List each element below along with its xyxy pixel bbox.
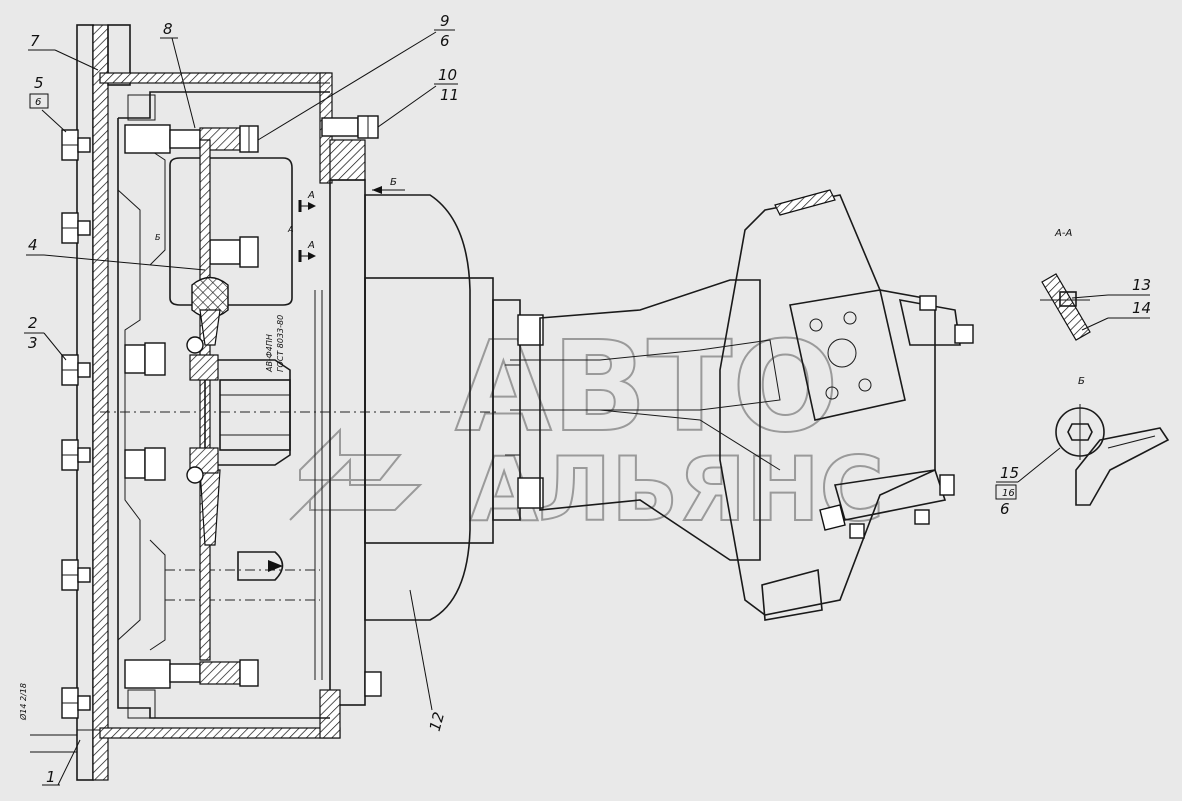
bolt-hex-icon <box>124 659 259 689</box>
vertical-note-1: АВ-Ф4ПН <box>265 334 274 373</box>
callout-5: 5 <box>34 74 44 92</box>
callout-2: 2 <box>28 314 38 332</box>
hex-socket-icon <box>1067 423 1093 441</box>
bolt-hex-icon <box>124 124 259 154</box>
view-b-title: Б <box>1078 376 1085 387</box>
callout-12: 12 <box>426 710 448 733</box>
section-a-a-title: А-А <box>1054 228 1072 239</box>
bolt-hex-icon <box>61 354 91 386</box>
view-b: Б <box>1055 376 1170 506</box>
plate-bolts <box>61 129 91 719</box>
vertical-notes: АВ-Ф4ПН ГОСТ 8033-80 Ø14 2/18 <box>18 315 285 753</box>
housing <box>99 72 500 739</box>
vertical-note-2: ГОСТ 8033-80 <box>276 315 285 372</box>
callout-16: 16 <box>1002 488 1015 499</box>
dimension-label: Ø14 2/18 <box>18 683 28 721</box>
watermark-logo-icon <box>289 427 423 521</box>
small-mark-a: А <box>287 225 293 234</box>
callout-13: 13 <box>1132 276 1151 294</box>
bolt-hex-icon <box>364 671 382 697</box>
callout-1: 1 <box>46 768 56 786</box>
callout-10: 10 <box>438 66 457 84</box>
section-markers: А А Б Б А <box>155 177 405 262</box>
bolt-hex-icon <box>321 115 379 139</box>
bolt-hex-icon <box>61 687 91 719</box>
callout-14: 14 <box>1132 299 1151 317</box>
callout-6: 6 <box>35 97 41 108</box>
callout-9: 9 <box>440 12 450 30</box>
callout-8: 8 <box>163 20 173 38</box>
callout-9-sub: 6 <box>440 32 450 50</box>
callout-3: 3 <box>28 334 38 352</box>
callout-15: 15 <box>1000 464 1019 482</box>
center-plate <box>191 139 229 661</box>
callouts: 7 5 6 2 3 4 8 9 6 10 11 1 12 <box>24 12 1151 786</box>
section-mark-a-top: А <box>307 190 315 201</box>
motor-flange <box>364 194 544 621</box>
view-arrow-b: Б <box>390 177 397 188</box>
bolt-hex-icon <box>61 439 91 471</box>
callout-11: 11 <box>440 86 459 104</box>
small-mark-b: Б <box>155 233 161 242</box>
watermark: АВТО АЛЬЯНС <box>289 314 885 542</box>
section-mark-a-bottom: А <box>307 240 315 251</box>
bolt-hex-icon <box>124 447 166 481</box>
bolt-hex-icon <box>209 236 259 268</box>
bolt-hex-icon <box>61 559 91 591</box>
gear-motor <box>510 189 974 621</box>
bolt-hex-icon <box>61 129 91 161</box>
hub <box>186 336 291 484</box>
bolt-hex-icon <box>124 342 166 376</box>
pin <box>237 551 284 581</box>
housing-bolts <box>124 115 382 697</box>
callout-4: 4 <box>28 236 38 254</box>
callout-7: 7 <box>30 32 40 50</box>
bolt-hex-icon <box>61 212 91 244</box>
section-a-a: А-А <box>1040 228 1091 341</box>
callout-16-sub: 6 <box>1000 500 1010 518</box>
